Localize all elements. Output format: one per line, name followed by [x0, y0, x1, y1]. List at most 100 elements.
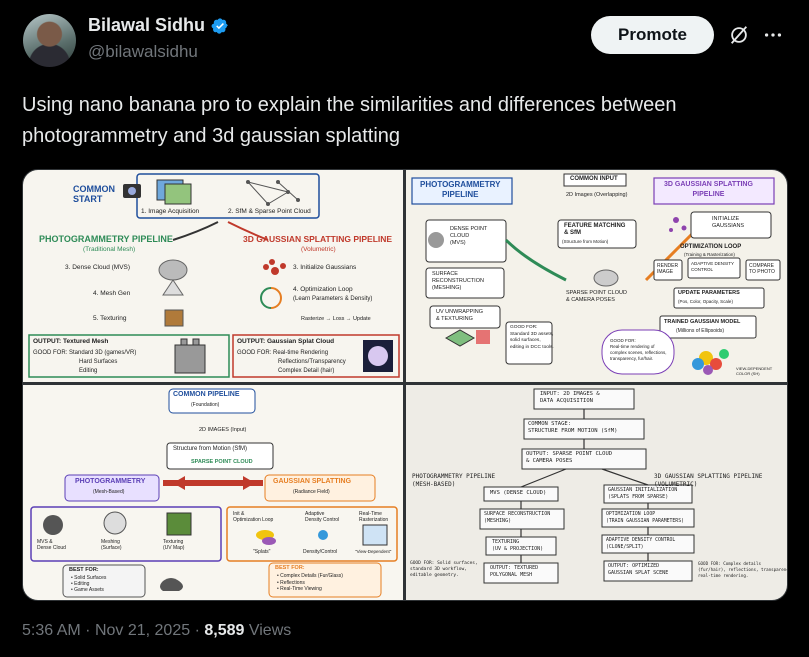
p3-best-photo-list: • Solid Surfaces • Editing • Game Assets — [71, 575, 107, 593]
p2-photo-banner: PHOTOGRAMMETRY PIPELINE — [420, 180, 501, 199]
p3-splats: "Splats" — [253, 549, 271, 555]
p3-photo: PHOTOGRAMMETRY — [75, 478, 146, 485]
p4-surface: SURFACE RECONSTRUCTION (MESHING) — [484, 511, 551, 524]
p3-mvs: MVS & Dense Cloud — [37, 539, 66, 551]
p3-realtime: Real-Time Rasterization — [359, 511, 389, 523]
tweet-text: Using nano banana pro to explain the sim… — [22, 94, 677, 147]
p3-images: 2D IMAGES (Input) — [199, 427, 247, 433]
tweet-time[interactable]: 5:36 AM — [22, 622, 81, 639]
p2-view-dependent: VIEW-DEPENDENT COLOR (SH) — [736, 366, 773, 376]
p2-uv: UV UNWRAPPING & TEXTURING — [436, 309, 484, 322]
p2-feature: FEATURE MATCHING & SfM — [564, 223, 626, 236]
p2-opt: OPTIMIZATION LOOP — [680, 244, 742, 250]
gs-output: OUTPUT: Gaussian Splat Cloud — [237, 338, 335, 345]
p4-adc: ADAPTIVE DENSITY CONTROL (CLONE/SPLIT) — [606, 538, 676, 550]
p2-sparse: SPARSE POINT CLOUD & CAMERA POSES — [566, 290, 627, 303]
step-sfm: 2. SfM & Sparse Point Cloud — [228, 208, 311, 215]
p3-sparse: SPARSE POINT CLOUD — [191, 459, 253, 465]
p2-adaptive: ADAPTIVE DENSITY CONTROL — [691, 261, 735, 272]
p2-good-gs: GOOD FOR: Real-time rendering of complex… — [610, 338, 667, 361]
p4-input: INPUT: 2D IMAGES & DATA ACQUISITION — [540, 391, 600, 404]
p4-photo-good: GOOD FOR: Solid surfaces, standard 3D wo… — [410, 561, 478, 578]
media-grid[interactable]: COMMON START 1. Image Acquisition 2. SfM… — [22, 169, 788, 601]
gs-title: 3D GAUSSIAN SPLATTING PIPELINE — [243, 234, 393, 244]
p4-texturing: TEXTURING (UV & PROJECTION) — [492, 539, 544, 552]
tweet-date[interactable]: Nov 21, 2025 — [94, 622, 191, 639]
avatar[interactable] — [23, 14, 76, 67]
photo-step-texture: 5. Texturing — [93, 315, 127, 322]
p2-render: RENDER IMAGE — [657, 263, 679, 275]
gs-step-opt-sub: (Learn Parameters & Density) — [293, 296, 373, 302]
p4-photo-title: PHOTOGRAMMETRY PIPELINE (MESH-BASED) — [412, 473, 496, 488]
p3-sfm: Structure from Motion (SfM) — [173, 446, 248, 452]
p2-surface: SURFACE RECONSTRUCTION (MESHING) — [432, 271, 484, 291]
p3-meshing: Meshing (Surface) — [101, 539, 122, 551]
photogrammetry-title: PHOTOGRAMMETRY PIPELINE — [39, 234, 173, 244]
p3-best-gs-list: • Complex Details (Fur/Glass) • Reflecti… — [277, 573, 343, 592]
photo-good-for: GOOD FOR: Standard 3D (games/VR) — [33, 350, 137, 356]
meta-separator-2: · — [194, 622, 200, 639]
p2-gs-banner: 3D GAUSSIAN SPLATTING PIPELINE — [664, 181, 753, 198]
p4-gs-output: OUTPUT: OPTIMIZED GAUSSIAN SPLAT SCENE — [608, 563, 669, 576]
p2-opt-sub: (Training & Rasterization) — [684, 252, 735, 257]
no-analytics-icon[interactable] — [726, 22, 752, 48]
p4-gs-title: 3D GAUSSIAN SPLATTING PIPELINE (VOLUMETR… — [654, 473, 763, 488]
meta-separator: · — [85, 622, 91, 639]
p2-update-sub: (Pos, Color, Opacity, Scale) — [678, 299, 733, 304]
p3-common-sub: (Foundation) — [191, 402, 220, 408]
photo-step-mesh: 4. Mesh Gen — [93, 290, 131, 297]
p4-gs-good: GOOD FOR: Complex details (fur/hair), re… — [698, 561, 787, 578]
p3-photo-sub: (Mesh-Based) — [93, 489, 125, 495]
p2-feature-sub: (Structure from Motion) — [562, 239, 609, 244]
p4-output-common: OUTPUT: SPARSE POINT CLOUD & CAMERA POSE… — [526, 451, 613, 464]
p2-common-input: COMMON INPUT — [570, 176, 618, 182]
verified-badge-icon — [211, 17, 228, 34]
photo-good-3: Editing — [79, 368, 98, 374]
gs-good-for: GOOD FOR: Real-time Rendering — [237, 350, 329, 356]
more-icon[interactable] — [760, 22, 786, 48]
photo-good-2: Hard Surfaces — [79, 359, 118, 365]
p2-common-input-sub: 2D Images (Overlapping) — [566, 192, 628, 198]
photo-output: OUTPUT: Textured Mesh — [33, 338, 109, 345]
promote-button[interactable]: Promote — [591, 16, 714, 54]
gs-good-2: Reflections/Transparency — [278, 359, 346, 365]
p2-trained-sub: (Millions of Ellipsoids) — [676, 328, 725, 334]
p3-texturing: Texturing (UV Map) — [163, 539, 185, 551]
p2-update: UPDATE PARAMETERS — [678, 290, 740, 296]
photo-step-dense: 3. Dense Cloud (MVS) — [65, 264, 131, 271]
p3-common: COMMON PIPELINE — [173, 391, 240, 398]
p3-adaptive: Adaptive Density Control — [305, 511, 340, 523]
photogrammetry-subtitle: (Traditional Mesh) — [83, 246, 136, 253]
gs-subtitle: (Volumetric) — [301, 246, 336, 253]
p2-trained: TRAINED GAUSSIAN MODEL — [664, 319, 741, 325]
p3-init: Init & Optimization Loop — [233, 511, 274, 523]
p4-common-stage: COMMON STAGE: STRUCTURE FROM MOTION (SfM… — [528, 421, 618, 434]
views-label: Views — [248, 622, 292, 639]
p4-opt: OPTIMIZATION LOOP (TRAIN GAUSSIAN PARAME… — [606, 512, 684, 524]
infographic-panel-1[interactable]: COMMON START 1. Image Acquisition 2. SfM… — [23, 170, 403, 382]
p4-mvs: MVS (DENSE CLOUD) — [490, 490, 547, 496]
p2-good-photo: GOOD FOR: Standard 3D assets, solid surf… — [510, 325, 554, 350]
infographic-panel-3[interactable]: COMMON PIPELINE (Foundation) 2D IMAGES (… — [23, 385, 403, 600]
p4-gi: GAUSSIAN INITIALIZATION (SPLATS FROM SPA… — [608, 487, 678, 500]
infographic-panel-2[interactable]: COMMON INPUT 2D Images (Overlapping) PHO… — [406, 170, 787, 382]
p3-gs: GAUSSIAN SPLATTING — [273, 478, 352, 485]
p2-compare: COMPARE TO PHOTO — [749, 263, 775, 275]
p3-viewdep: "View-Dependent" — [355, 549, 392, 554]
p2-dense: DENSE POINT CLOUD (MVS) — [450, 226, 488, 246]
views-count: 8,589 — [204, 622, 245, 639]
author-handle[interactable]: @bilawalsidhu — [88, 42, 198, 61]
p3-best-gs: BEST FOR: — [275, 565, 305, 571]
gs-step-init: 3. Initialize Gaussians — [293, 264, 357, 271]
p3-best-photo: BEST FOR: — [69, 567, 99, 573]
tweet-meta: 5:36 AM · Nov 21, 2025 · 8,589 Views — [22, 622, 291, 640]
common-start-label: COMMON START — [73, 184, 115, 204]
p3-density: Density/Control — [303, 549, 338, 555]
infographic-panel-4[interactable]: INPUT: 2D IMAGES & DATA ACQUISITION COMM… — [406, 385, 787, 600]
author-name[interactable]: Bilawal Sidhu — [88, 15, 206, 35]
p3-gs-sub: (Radiance Field) — [293, 489, 330, 495]
gs-loop-label: Rasterize → Loss → Update — [301, 316, 371, 322]
step-image-acquisition: 1. Image Acquisition — [141, 208, 200, 215]
author-name-row[interactable]: Bilawal Sidhu — [88, 15, 229, 36]
p2-init: INITIALIZE GAUSSIANS — [712, 216, 745, 229]
